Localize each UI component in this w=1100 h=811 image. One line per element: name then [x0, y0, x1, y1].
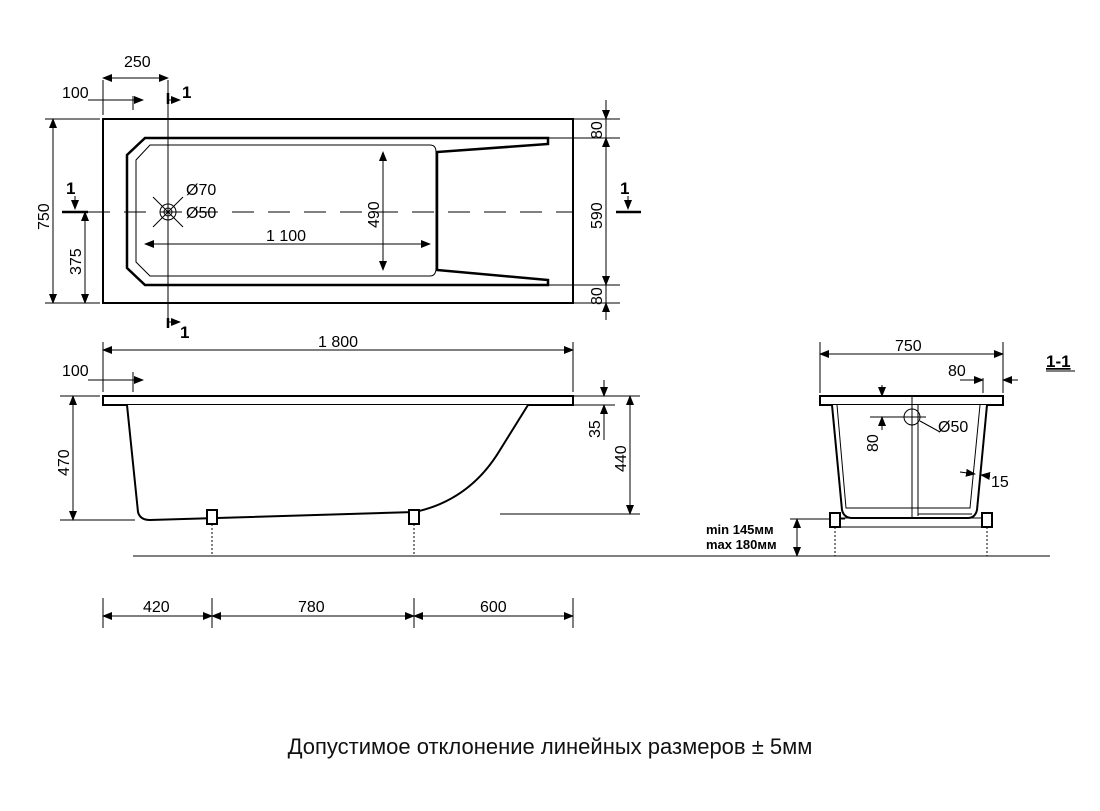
leg-left — [206, 509, 218, 555]
svg-text:1: 1 — [182, 83, 191, 102]
dim-100-side: 100 — [62, 363, 89, 380]
top-view: 250 100 1 1 1 1 750 37 — [36, 54, 641, 342]
dim-490: 490 — [366, 201, 383, 228]
dim-590: 590 — [589, 202, 606, 229]
section-mark-bottom: 1 — [166, 318, 189, 342]
section-mark-right: 1 — [616, 179, 641, 214]
section-mark-top: 1 — [166, 83, 191, 104]
leg-right — [408, 509, 420, 555]
dim-440: 440 — [613, 445, 630, 472]
dim-375: 375 — [68, 248, 85, 275]
tub-outline-top — [102, 118, 574, 304]
dim-600: 600 — [480, 599, 507, 616]
tub-bowl-top — [125, 136, 550, 287]
dim-80-bottom-right: 80 — [589, 287, 606, 305]
svg-text:1: 1 — [180, 323, 189, 342]
tolerance-caption: Допустимое отклонение линейных размеров … — [287, 734, 813, 759]
dim-d50-section: Ø50 — [938, 419, 968, 436]
dim-d50-top: Ø50 — [186, 205, 216, 222]
svg-text:1: 1 — [620, 179, 629, 198]
side-view: 1 800 100 470 35 440 — [56, 334, 1050, 628]
leg-height-min: min 145мм — [706, 522, 774, 537]
dim-1100: 1 100 — [266, 228, 306, 245]
section-view: 1-1 750 80 80 Ø50 15 — [819, 338, 1075, 556]
dim-420: 420 — [143, 599, 170, 616]
leg-height-max: max 180мм — [706, 537, 777, 552]
tub-rim-side — [102, 395, 574, 406]
section-title: 1-1 — [1046, 352, 1071, 371]
dim-1800: 1 800 — [318, 334, 358, 351]
dim-d70: Ø70 — [186, 182, 216, 199]
drain-symbol-section — [898, 408, 926, 426]
dim-750-section: 750 — [895, 338, 922, 355]
dim-750-top: 750 — [36, 203, 53, 230]
tub-bowl-inner — [135, 144, 437, 277]
dim-780: 780 — [298, 599, 325, 616]
section-leg-left — [829, 512, 841, 556]
dim-250: 250 — [124, 54, 151, 71]
section-mark-left: 1 — [62, 179, 88, 214]
svg-text:1: 1 — [66, 179, 75, 198]
dim-100-top: 100 — [62, 85, 89, 102]
tub-body-side — [126, 404, 529, 522]
dim-80-section: 80 — [948, 363, 966, 380]
section-leg-right — [981, 512, 993, 556]
dim-35: 35 — [587, 420, 604, 438]
dim-80-section-vertical: 80 — [865, 434, 882, 452]
dim-80-top-right: 80 — [589, 121, 606, 139]
dim-15: 15 — [991, 474, 1009, 491]
dim-470: 470 — [56, 449, 73, 476]
